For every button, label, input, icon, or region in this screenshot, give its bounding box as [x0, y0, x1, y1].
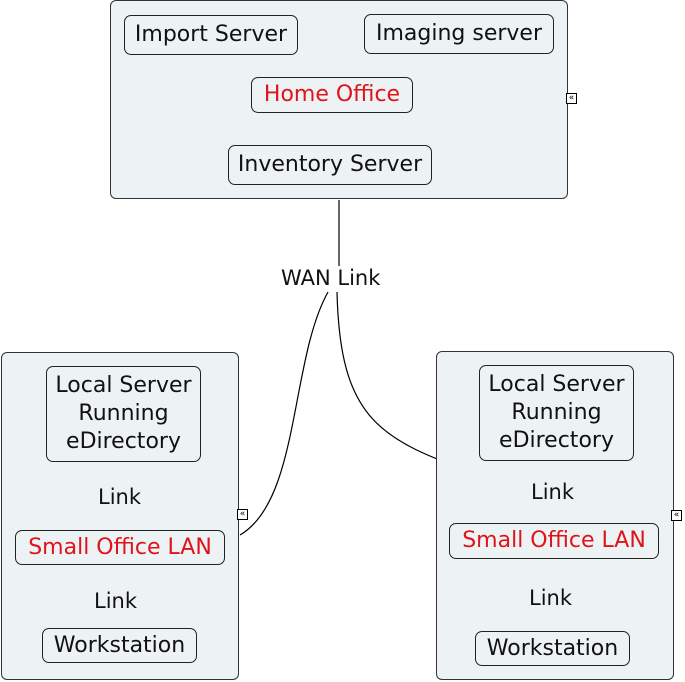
wan-link-label: WAN Link [281, 266, 381, 290]
workstation-label-left: Workstation [53, 632, 186, 658]
collapse-icon[interactable]: « [671, 510, 682, 521]
link-label-right-lower: Link [529, 586, 573, 610]
inventory-server-label: Inventory Server [237, 152, 423, 177]
wan-link-line-left [239, 291, 329, 536]
local-server-line-1: Local Server [55, 373, 192, 398]
imaging-server-node[interactable]: Imaging server [364, 14, 554, 54]
workstation-node-left[interactable]: Workstation [42, 628, 197, 663]
local-server-line-2: Running [78, 401, 169, 426]
small-office-lan-node-right[interactable]: Small Office LAN [449, 523, 659, 559]
home-office-hub-label: Home Office [263, 82, 401, 107]
inventory-server-node[interactable]: Inventory Server [228, 145, 432, 185]
link-label-left-lower: Link [94, 589, 138, 613]
workstation-node-right[interactable]: Workstation [475, 631, 630, 666]
link-label-right-upper: Link [531, 480, 575, 504]
local-server-line-2: Running [511, 400, 602, 425]
small-office-lan-label-left: Small Office LAN [28, 534, 212, 560]
imaging-server-label: Imaging server [375, 21, 543, 46]
collapse-icon[interactable]: « [237, 509, 248, 520]
import-server-label: Import Server [134, 22, 288, 47]
home-office-hub-node[interactable]: Home Office [251, 77, 413, 113]
local-server-line-1: Local Server [488, 372, 625, 397]
local-server-node-right[interactable]: Local Server Running eDirectory [479, 365, 634, 461]
collapse-icon[interactable]: « [566, 93, 577, 104]
small-office-lan-node-left[interactable]: Small Office LAN [15, 530, 225, 565]
workstation-label-right: Workstation [486, 635, 619, 661]
local-server-node-left[interactable]: Local Server Running eDirectory [46, 366, 201, 462]
local-server-line-3: eDirectory [499, 428, 614, 453]
small-office-lan-label-right: Small Office LAN [462, 528, 646, 553]
link-label-left-upper: Link [98, 485, 142, 509]
local-server-line-3: eDirectory [66, 429, 181, 454]
import-server-node[interactable]: Import Server [124, 15, 298, 55]
